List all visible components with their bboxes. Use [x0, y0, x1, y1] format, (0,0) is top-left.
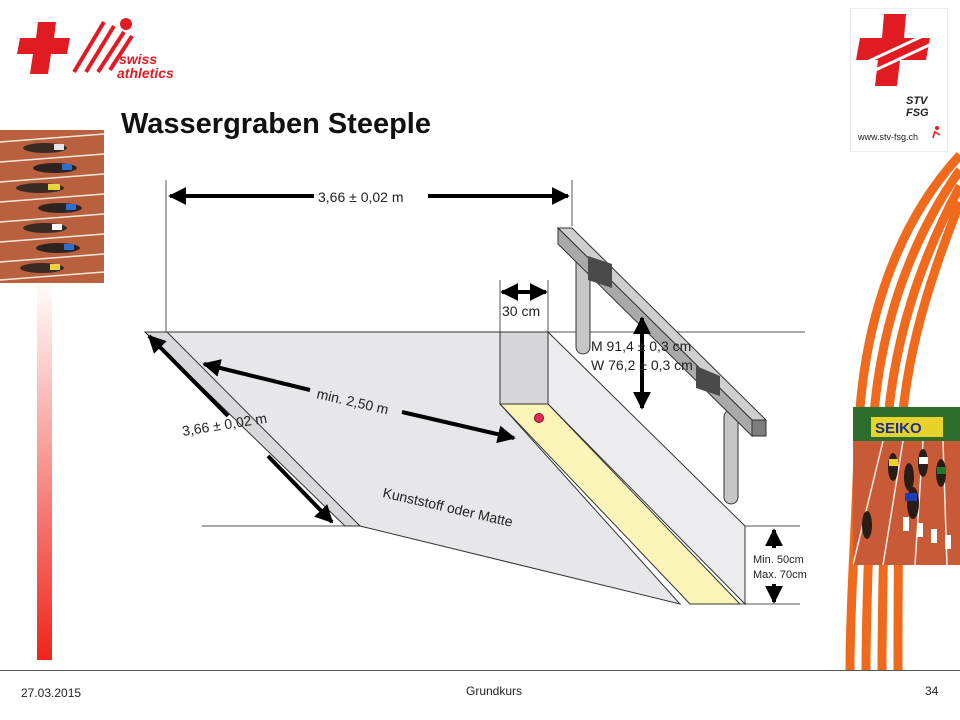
label-top-width: 3,66 ± 0,02 m [318, 189, 404, 205]
sprinter-figures [16, 143, 82, 273]
stv-fsg-logo: STV FSG www.stv-fsg.ch [850, 8, 948, 152]
dimension-arrows [147, 187, 783, 604]
swiss-athletics-logo: swiss athletics [17, 18, 174, 81]
hurdle [556, 226, 768, 505]
marker-dot [534, 413, 544, 423]
basin-front-edge [143, 331, 362, 527]
label-depth-max: Max. 70cm [753, 569, 807, 581]
left-gradient-bar [37, 280, 52, 660]
logo-url: www.stv-fsg.ch [857, 132, 918, 142]
logo-text-swiss: swiss [119, 51, 157, 67]
finish-race-photo: SEIKO [853, 407, 960, 565]
swiss-cross-icon [17, 22, 70, 74]
logo-text-fsg: FSG [906, 107, 929, 119]
label-hurdle-height-women: W 76,2 ± 0,3 cm [591, 357, 693, 373]
footer-page-number: 34 [925, 684, 939, 698]
start-race-photo [0, 130, 104, 283]
logo-text-stv: STV [906, 95, 929, 107]
footer-divider [0, 670, 960, 671]
logo-text-athletics: athletics [117, 65, 174, 81]
page-title: Wassergraben Steeple [121, 108, 431, 140]
small-runner-icon [932, 126, 941, 139]
runner-stripes-icon [72, 18, 134, 74]
step-front-face [499, 331, 549, 405]
label-hurdle-height-men: M 91,4 ± 0,3 cm [591, 338, 691, 354]
footer-date: 27.03.2015 [21, 686, 82, 700]
runner-figures [862, 449, 946, 539]
step-top [547, 330, 746, 606]
label-depth-min: Min. 50cm [753, 554, 804, 566]
label-step-width: 30 cm [502, 303, 540, 319]
footer-course: Grundkurs [466, 684, 523, 698]
seiko-board: SEIKO [875, 420, 922, 437]
